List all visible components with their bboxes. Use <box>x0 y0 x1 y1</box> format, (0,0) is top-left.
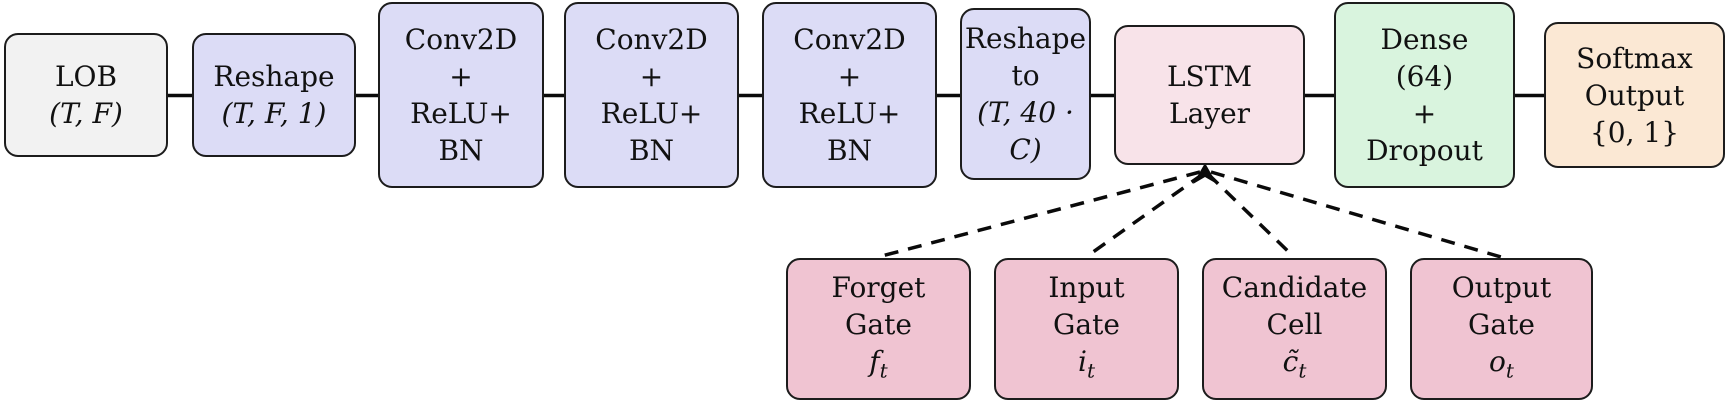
dashed-edge-input-gate <box>1084 172 1205 259</box>
node-reshape-1: Reshape (T, F, 1) <box>192 33 356 157</box>
node-text-line: Cell <box>1266 307 1323 341</box>
node-input-gate: Input Gate it <box>994 258 1179 400</box>
node-text-line: + <box>837 60 862 93</box>
node-text-line: Conv2D <box>793 23 906 56</box>
node-text-line: (64) <box>1395 60 1454 93</box>
node-lstm-layer: LSTM Layer <box>1114 25 1305 165</box>
gate-symbol: ft <box>869 344 888 383</box>
node-forget-gate: Forget Gate ft <box>786 258 971 400</box>
node-text-line: to <box>1011 59 1040 92</box>
node-text-line: LSTM <box>1166 60 1253 93</box>
gate-symbol: c̃t <box>1282 344 1307 383</box>
node-output-gate: Output Gate ot <box>1410 258 1593 400</box>
node-conv2d-2: Conv2D + ReLU+ BN <box>564 2 739 188</box>
node-text-line: Reshape <box>213 60 335 93</box>
node-text-line: Layer <box>1168 97 1251 130</box>
node-text-line: Input <box>1048 270 1125 304</box>
node-text-line: + <box>639 60 664 93</box>
node-conv2d-3: Conv2D + ReLU+ BN <box>762 2 937 188</box>
node-text-line: Dropout <box>1366 134 1483 167</box>
node-text-line: + <box>1412 97 1437 130</box>
node-text-line: Gate <box>1053 307 1120 341</box>
node-text-line: Output <box>1584 78 1685 112</box>
node-text-line: + <box>449 60 473 93</box>
gate-symbol: ot <box>1489 344 1514 383</box>
node-reshape-2: Reshape to (T, 40 · C) <box>960 8 1091 180</box>
node-softmax-output: Softmax Output {0, 1} <box>1544 22 1725 168</box>
node-text-line: Dense <box>1380 23 1469 56</box>
node-text-line: Candidate <box>1221 270 1368 304</box>
node-text-line: BN <box>628 134 675 167</box>
node-text-line: Conv2D <box>595 23 708 56</box>
node-text-line: Reshape <box>964 22 1087 55</box>
node-text-line: Softmax <box>1576 41 1693 75</box>
node-text-line: LOB <box>54 60 118 93</box>
node-text-line: ReLU+ <box>798 97 901 130</box>
node-text-line: (T, F) <box>49 97 123 130</box>
node-text-line: BN <box>438 134 484 167</box>
node-text-line: Forget <box>831 270 926 304</box>
node-text-line: Conv2D <box>404 23 518 56</box>
node-text-line: {0, 1} <box>1589 115 1680 149</box>
node-text-line: BN <box>826 134 873 167</box>
node-text-line: ReLU+ <box>600 97 703 130</box>
node-text-line: ReLU+ <box>410 97 512 130</box>
node-text-line: Output <box>1451 270 1552 304</box>
arrowhead-into-lstm <box>1193 163 1217 184</box>
node-text-line: (T, 40 · <box>977 96 1074 129</box>
node-text-line: Gate <box>1468 307 1535 341</box>
node-candidate-cell: Candidate Cell c̃t <box>1202 258 1387 400</box>
node-text-line: (T, F, 1) <box>221 97 327 130</box>
node-text-line: Gate <box>845 307 912 341</box>
gate-symbol: it <box>1077 344 1095 383</box>
node-text-line: C) <box>1009 133 1042 166</box>
node-conv2d-1: Conv2D + ReLU+ BN <box>378 2 544 188</box>
node-dense-dropout: Dense (64) + Dropout <box>1334 2 1515 188</box>
node-lob: LOB (T, F) <box>4 33 168 157</box>
dashed-edge-candidate-cell <box>1206 172 1296 259</box>
